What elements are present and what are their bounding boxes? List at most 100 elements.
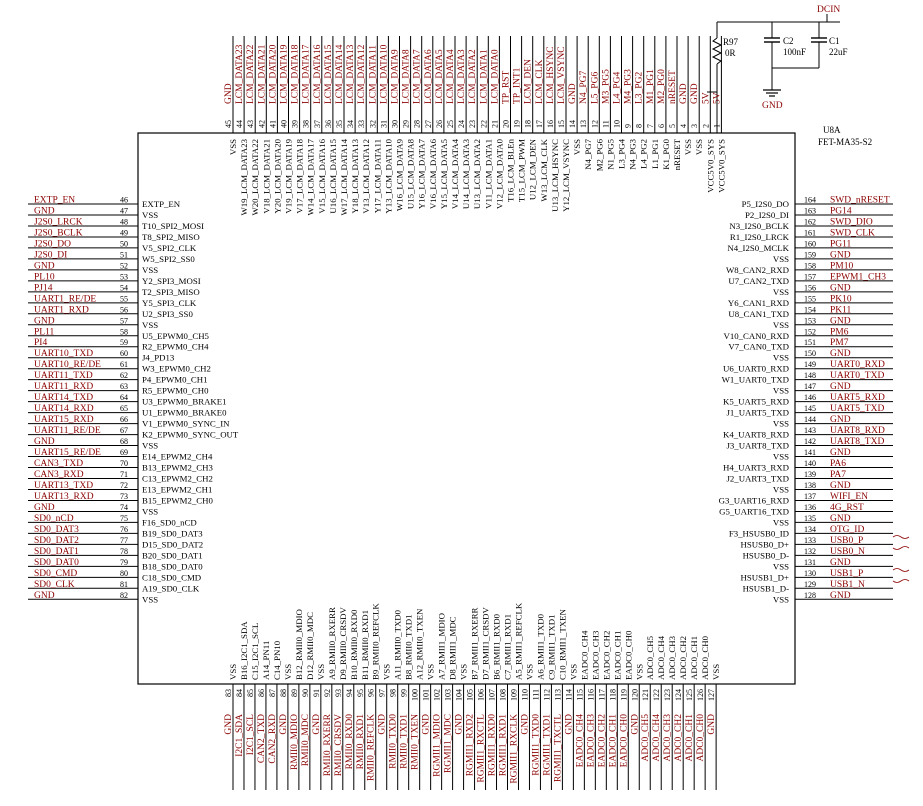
pin-name: U13_LCM_HSYNC [550,139,560,212]
pin-name: N4_PG7 [583,138,593,169]
power-circuit: DCIN R97 0R C2 100nF C1 22uF GND [707,5,848,133]
pin-number: 65 [120,404,128,413]
pin-number: 156 [804,283,816,292]
pin-number: 52 [120,261,128,270]
pin-name: A9_RMII0_RXERR [327,607,337,680]
net-label-uart1-re-de: UART1_RE/DE [34,294,96,304]
pin-name: C13_EPWM2_CH2 [142,474,213,484]
net-label-j2s0-bclk: J2S0_BCLK [34,228,83,238]
net-label-lcm-data18: LCM_DATA18 [291,44,301,104]
net-label-sd0-dat1: SD0_DAT1 [34,547,79,557]
ic-body [137,132,796,685]
pin-name: B20_SD0_DAT1 [142,550,203,560]
pin-name: Y5_SPI3_CLK [142,298,197,308]
pin-name: V11_LCM_DATA1 [483,139,493,209]
pin-name: U15_LCM_DATA8 [406,138,416,209]
pin-number: 47 [120,206,128,215]
net-label-lcm-data20: LCM_DATA20 [268,44,278,104]
pin-name: HSUSB0_D+ [741,539,790,549]
net-label-lcm-den: LCM_DEN [524,59,534,104]
pin-name: W19_LCM_DATA23 [239,138,249,215]
pin-number: 12 [590,120,599,128]
pin-name: V12_LCM_DATA0 [494,138,504,209]
net-label-pa6: PA6 [830,459,846,469]
net-label-gnd: GND [34,206,55,216]
pin-name: B11_RMII0_RXD1 [360,610,370,680]
net-label-sd0-dat2: SD0_DAT2 [34,536,79,546]
net-label-gnd: GND [830,448,851,458]
pin-number: 8 [635,124,644,128]
pin-name: F16_SD0_nCD [142,517,197,527]
pin-number: 44 [235,120,244,128]
net-label-lcm-data2: LCM_DATA2 [468,49,478,104]
pin-name: U13_LCM_DATA2 [472,139,482,209]
pin-name: A7_RMII1_MDIO [437,613,447,680]
pin-number: 21 [490,120,499,128]
pin-name: VSS [316,664,326,680]
pin-name: VSS [142,441,158,451]
net-label-lcm-data8: LCM_DATA8 [402,49,412,104]
net-label-j2s0-lrck: J2S0_LRCK [34,217,83,227]
pin-name: J3_UART8_TXD [726,441,789,451]
net-label-uart5-rxd: UART5_RXD [830,393,885,403]
pin-number: 142 [804,437,816,446]
net-label-sd0-ncd: SD0_nCD [34,514,74,524]
net-label-uart0-rxd: UART0_RXD [830,360,885,370]
pin-name: D15_SD0_DAT2 [142,539,203,549]
pin-number: 163 [804,206,816,215]
pin-number: 106 [477,689,486,701]
pin-name: V19_LCM_DATA19 [284,138,294,213]
pin-name: N1_PG5 [605,138,615,169]
net-label-pk10: PK10 [830,294,852,304]
pin-name: VSS [142,506,158,516]
pin-name: N4_I2S0_MCLK [727,243,789,253]
net-label-j2s0-do: J2S0_DO [34,239,71,249]
pin-name: J4_PD13 [142,353,175,363]
pin-name: VCC5V0_SYS [705,139,715,193]
pin-name: B9_RMII0_REFCLK [371,603,381,680]
net-label-m3-pg5: M3_PG5 [601,69,611,104]
pin-number: 31 [379,120,388,128]
net-label-lcm-data21: LCM_DATA21 [257,44,267,104]
net-label-lcm-data10: LCM_DATA10 [379,44,389,104]
pin-name: VSS [142,594,158,604]
net-label-eadc0-ch4: EADC0_CH4 [575,714,585,768]
net-label-usb0-p: USB0_P [830,536,863,546]
pin-number: 11 [601,120,610,128]
pin-number: 20 [502,120,511,128]
net-label-uart0-txd: UART0_TXD [830,371,884,381]
pin-name: K4_UART8_RXD [723,430,789,440]
pin-name: ADC0_CH1 [689,636,699,680]
pin-number: 24 [457,120,466,128]
pin-number: 100 [411,689,420,701]
pin-number: 35 [335,120,344,128]
net-label-eadc0-ch3: EADC0_CH3 [586,714,596,768]
pin-name: B19_SD0_DAT3 [142,528,203,538]
pin-name: N3_I2S0_BCLK [729,221,789,231]
pin-number: 43 [246,120,255,128]
pin-number: 153 [804,316,816,325]
pin-number: 10 [613,120,622,128]
pin-name: B10_RMII0_RXD0 [349,609,359,680]
pin-number: 122 [652,689,661,701]
pin-name: B18_SD0_DAT0 [142,561,203,571]
pin-number: 7 [646,124,655,128]
net-label-gnd: GND [830,415,851,425]
pin-number: 96 [367,689,376,697]
net-label-gnd: GND [34,316,55,326]
net-label-swd-clk: SWD_CLK [830,228,875,238]
pin-number: 159 [804,250,816,259]
net-label-rmii0-txen: RMII0_TXEN [411,714,421,770]
pin-name: VSS [142,320,158,330]
pin-name: Y16_LCM_DATA7 [417,138,427,209]
pin-number: 131 [804,558,816,567]
net-label-adc0-ch3: ADC0_CH3 [663,714,673,762]
pin-name: VCC5V0_SYS [716,139,726,193]
pin-name: HSUSB0_D- [743,550,790,560]
gnd-label: GND [762,101,783,111]
pin-name: V1_EPWM0_SYNC_IN [142,419,230,429]
pin-number: 49 [120,228,128,237]
net-label-m1-pg1: M1_PG1 [646,69,656,104]
net-label-adc0-ch1: ADC0_CH1 [685,714,695,762]
pin-number: 39 [291,120,300,128]
